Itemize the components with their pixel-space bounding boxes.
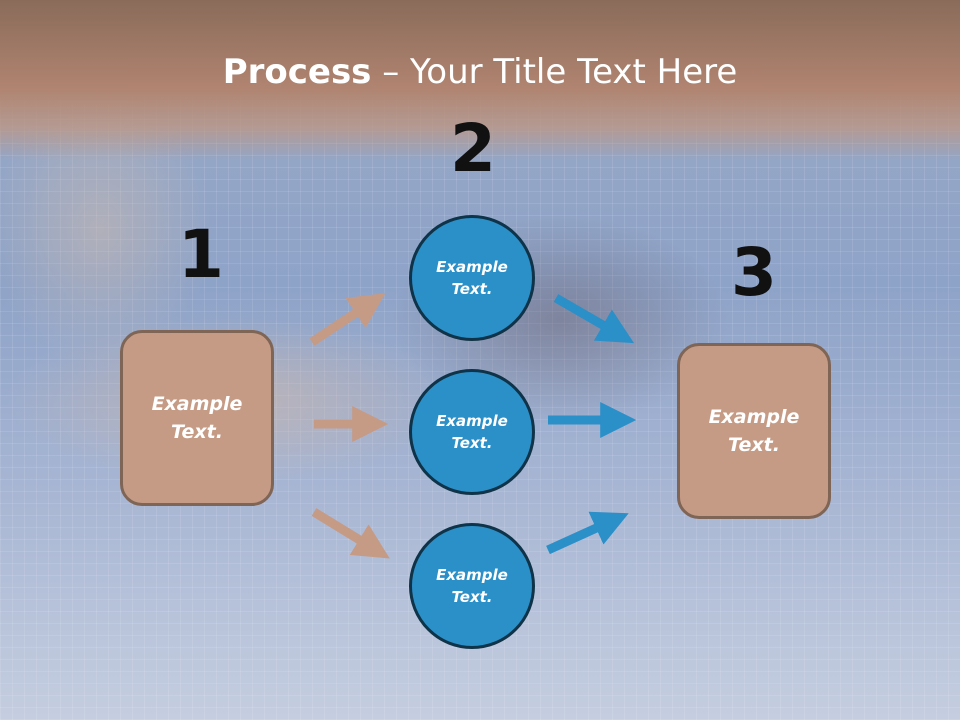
step-2-text-bottom: Example Text. bbox=[436, 565, 508, 607]
title-strong: Process bbox=[222, 52, 372, 92]
arrow-2a-to-3 bbox=[553, 294, 635, 344]
step-number-3: 3 bbox=[731, 234, 777, 311]
step-number-2: 2 bbox=[450, 110, 496, 187]
step-1-text: Example Text. bbox=[151, 392, 243, 444]
arrow-1-to-2c bbox=[311, 508, 390, 559]
title-rest: – Your Title Text Here bbox=[371, 52, 738, 92]
title-band bbox=[0, 0, 960, 160]
step-2-circle-middle: Example Text. bbox=[409, 369, 535, 495]
slide-title: Process – Your Title Text Here bbox=[0, 52, 960, 92]
step-2-circle-bottom: Example Text. bbox=[409, 523, 535, 649]
arrow-1-to-2a bbox=[309, 293, 386, 346]
arrow-2c-to-3 bbox=[546, 511, 629, 555]
step-number-1: 1 bbox=[178, 216, 224, 293]
step-3-box: Example Text. bbox=[677, 343, 831, 519]
step-1-box: Example Text. bbox=[120, 330, 274, 506]
step-3-text: Example Text. bbox=[708, 405, 800, 457]
step-2-circle-top: Example Text. bbox=[409, 215, 535, 341]
step-2-text-middle: Example Text. bbox=[436, 411, 508, 453]
step-2-text-top: Example Text. bbox=[436, 257, 508, 299]
